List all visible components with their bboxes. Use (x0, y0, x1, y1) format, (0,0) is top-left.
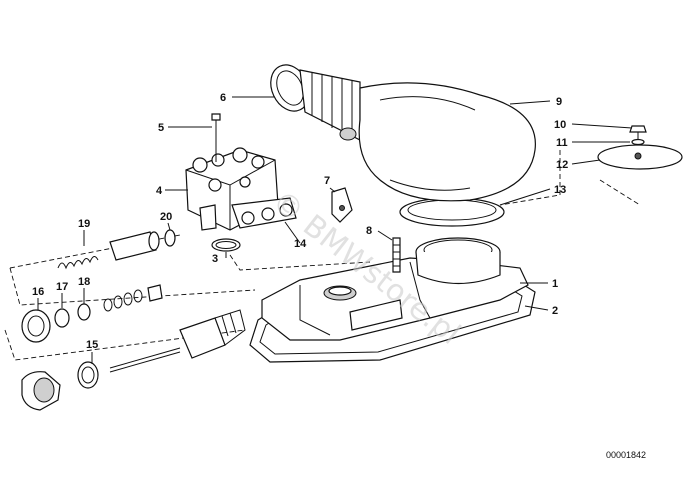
callout-14: 14 (294, 238, 307, 250)
bolt-5 (211, 113, 221, 162)
callout-20: 20 (160, 211, 172, 223)
cover-disc (597, 144, 683, 170)
ring-seal (399, 197, 505, 227)
valve-block (185, 147, 297, 231)
leader-lines (37, 96, 633, 364)
end-cap (21, 371, 61, 411)
plunger-19 (109, 231, 160, 261)
callout-7: 7 (324, 175, 330, 187)
washer-17 (54, 308, 70, 328)
callout-13: 13 (554, 184, 566, 196)
rubber-boot (270, 64, 536, 202)
callout-18: 18 (78, 276, 90, 288)
screw-10 (629, 125, 647, 140)
spring-19 (57, 256, 99, 270)
drawing-code: 00001842 (606, 450, 646, 460)
callout-8: 8 (366, 225, 372, 237)
callout-labels: 1 2 3 4 5 6 7 8 9 10 11 12 13 14 15 16 1… (32, 92, 568, 351)
callout-17: 17 (56, 281, 68, 293)
callout-11: 11 (556, 137, 568, 149)
spring-18 (103, 284, 163, 312)
ring-18 (77, 303, 91, 321)
callout-2: 2 (552, 305, 558, 317)
bracket-7 (331, 187, 353, 223)
callout-10: 10 (554, 119, 566, 131)
seal-15 (77, 361, 99, 389)
callout-15: 15 (86, 339, 98, 351)
callout-3: 3 (212, 253, 218, 265)
o-ring-3 (211, 238, 241, 252)
callout-1: 1 (552, 278, 558, 290)
callout-19: 19 (78, 218, 90, 230)
housing-base (261, 237, 529, 341)
pin-8 (392, 237, 401, 273)
ring-20 (164, 229, 176, 247)
callout-6: 6 (220, 92, 226, 104)
push-rod (109, 309, 246, 373)
callout-12: 12 (556, 159, 568, 171)
callout-9: 9 (556, 96, 562, 108)
callout-5: 5 (158, 122, 164, 134)
callout-4: 4 (156, 185, 163, 197)
washer-11 (631, 138, 645, 146)
seal-16 (21, 309, 51, 343)
callout-16: 16 (32, 286, 44, 298)
